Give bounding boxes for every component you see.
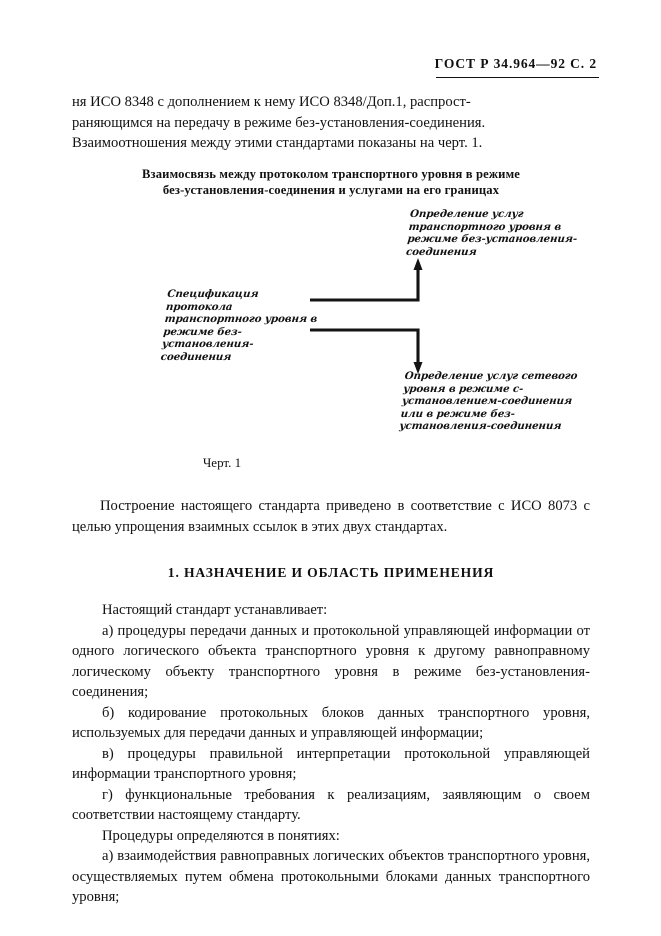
section-lead-2: Процедуры определяются в понятиях: (102, 827, 340, 844)
list-item-g: г) функциональные требования к реализаци… (72, 786, 590, 824)
figure-title: Взаимосвязь между протоколом транспортно… (96, 166, 566, 198)
connector-up-line (310, 266, 420, 302)
page-header: ГОСТ Р 34.964—92 С. 2 (70, 56, 599, 82)
intro-line-2: раняющимся на передачу в режиме без-уста… (72, 114, 486, 131)
connector-up-arrowhead (413, 258, 423, 270)
connector-down-arrowhead (413, 362, 423, 374)
section-body: Настоящий стандарт устанавливает: а) про… (72, 600, 590, 908)
list-item-a: а) процедуры передачи данных и протоколь… (72, 622, 590, 701)
list-item-a-2: а) взаимодействия равноправных логически… (72, 848, 590, 905)
header-rule (436, 77, 599, 79)
figure-title-line-2: без-установления-соединения и услугами н… (162, 183, 500, 197)
intro-paragraph: ня ИСО 8348 с дополнением к нему ИСО 834… (72, 92, 590, 154)
section-lead: Настоящий стандарт устанавливает: (102, 602, 328, 618)
diagram-box-protocol-spec: Спецификация протокола транспортного уро… (160, 288, 318, 363)
figure-title-line-1: Взаимосвязь между протоколом транспортно… (141, 167, 521, 181)
list-item-v: в) процедуры правильной интерпретации пр… (72, 745, 590, 783)
connector-down-line (310, 328, 420, 366)
after-figure-paragraph: Построение настоящего стандарта приведен… (72, 496, 590, 537)
diagram-box-transport-service: Определение услуг транспортного уровня в… (405, 208, 578, 258)
after-figure-text: Построение настоящего стандарта приведен… (72, 498, 590, 535)
standard-reference: ГОСТ Р 34.964—92 С. 2 (434, 56, 597, 71)
diagram-connectors (310, 258, 423, 374)
intro-line-3: Взаимоотношения между этими стандартами … (72, 135, 483, 151)
figure-caption: Черт. 1 (202, 455, 242, 470)
intro-line-1: ня ИСО 8348 с дополнением к нему ИСО 834… (72, 94, 471, 110)
diagram-box-network-service: Определение услуг сетевого уровня в режи… (398, 370, 578, 433)
list-item-b: б) кодирование протокольных блоков данны… (72, 704, 590, 742)
figure-diagram: Определение услуг транспортного уровня в… (72, 200, 590, 450)
section-heading: 1. НАЗНАЧЕНИЕ И ОБЛАСТЬ ПРИМЕНЕНИЯ (167, 565, 495, 580)
